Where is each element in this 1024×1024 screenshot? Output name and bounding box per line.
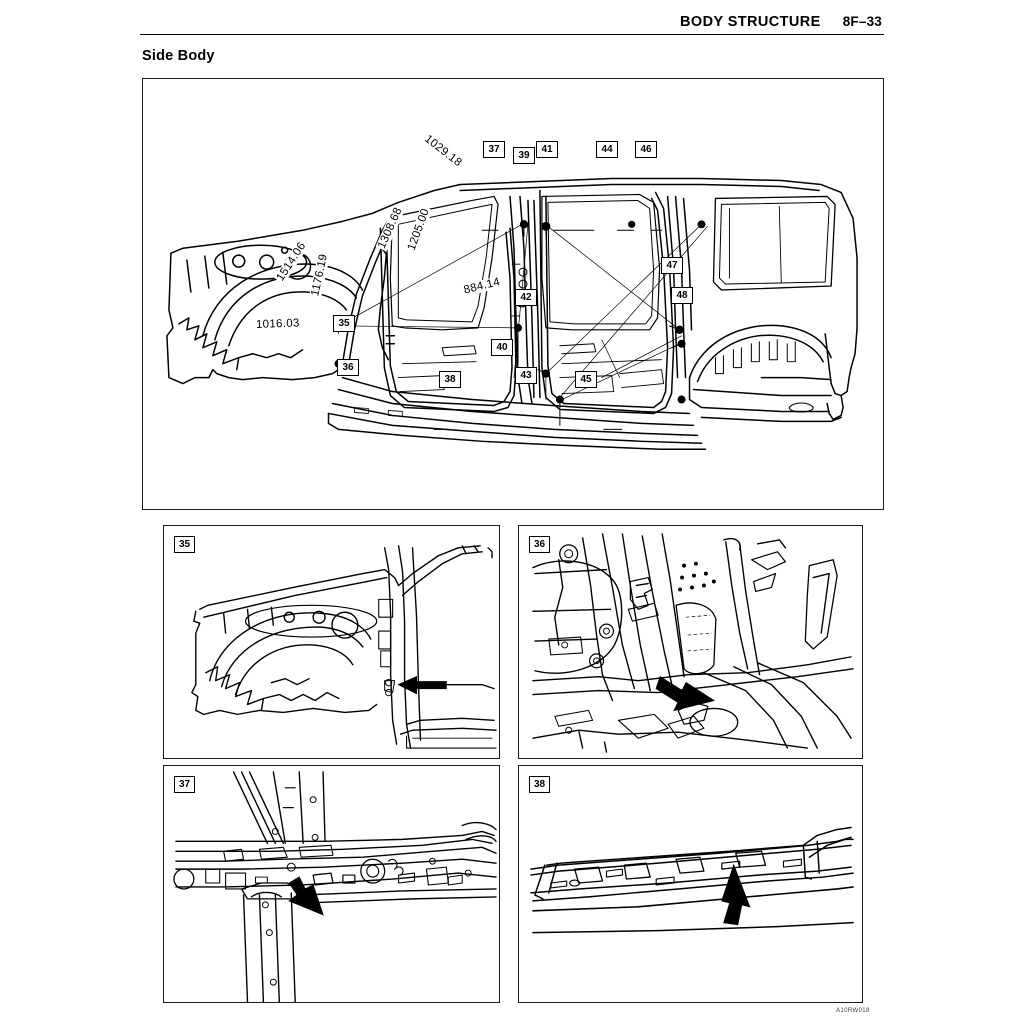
- detail-35-drawing: [191, 545, 497, 749]
- callout-39[interactable]: 39: [513, 147, 535, 164]
- header-row: BODY STRUCTURE 8F–33: [140, 14, 884, 30]
- callout-35[interactable]: 35: [333, 315, 355, 332]
- detail-label-37: 37: [174, 776, 195, 793]
- detail-36-drawing: [532, 533, 854, 753]
- detail-view-38: 38: [518, 765, 863, 1003]
- callout-44[interactable]: 44: [596, 141, 618, 158]
- measurement-arrow-icon: [288, 876, 324, 916]
- header-title: BODY STRUCTURE: [680, 14, 821, 30]
- main-figure-frame: 1514.06 1176.19 1016.03 1029.18 1308.68 …: [142, 78, 884, 510]
- detail-37-drawing: [173, 771, 497, 1002]
- callout-40[interactable]: 40: [491, 339, 513, 356]
- section-title: Side Body: [142, 48, 215, 64]
- callout-45[interactable]: 45: [575, 371, 597, 388]
- figure-code: A10RW018: [836, 1008, 870, 1014]
- detail-view-35: 35: [163, 525, 500, 759]
- callout-47[interactable]: 47: [661, 257, 683, 274]
- header-rule: [140, 34, 884, 35]
- callout-36[interactable]: 36: [337, 359, 359, 376]
- callout-38[interactable]: 38: [439, 371, 461, 388]
- callout-43[interactable]: 43: [515, 367, 537, 384]
- detail-38-drawing: [530, 826, 854, 934]
- detail-label-38: 38: [529, 776, 550, 793]
- dimension-1016: 1016.03: [254, 317, 301, 331]
- callout-41[interactable]: 41: [536, 141, 558, 158]
- measurement-arrow-icon: [721, 863, 751, 926]
- measurement-arrow-icon: [397, 675, 447, 695]
- callout-37[interactable]: 37: [483, 141, 505, 158]
- side-body-diagram: [166, 177, 858, 451]
- header-page-number: 8F–33: [842, 14, 882, 29]
- detail-view-37: 37: [163, 765, 500, 1003]
- callout-46[interactable]: 46: [635, 141, 657, 158]
- callout-48[interactable]: 48: [671, 287, 693, 304]
- detail-label-35: 35: [174, 536, 195, 553]
- detail-view-36: 36: [518, 525, 863, 759]
- callout-42[interactable]: 42: [515, 289, 537, 306]
- measurement-arrow-icon: [655, 675, 716, 712]
- detail-label-36: 36: [529, 536, 550, 553]
- page-header: BODY STRUCTURE 8F–33: [140, 14, 884, 42]
